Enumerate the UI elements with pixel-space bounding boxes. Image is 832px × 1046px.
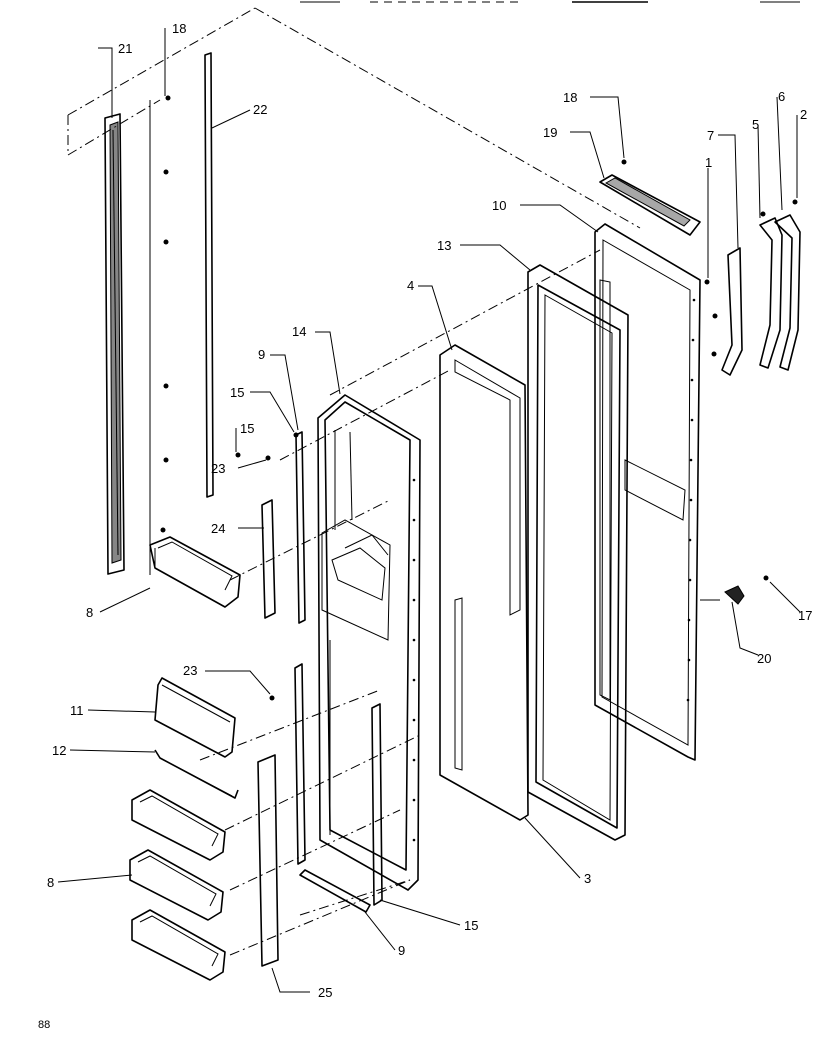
callout-15: 15 [464,918,478,933]
part-22-breaker-strip [204,52,214,498]
callout-15: 15 [240,421,254,436]
part-25-strip [257,754,279,967]
callout-7: 7 [707,128,714,143]
callout-18: 18 [172,21,186,36]
part-9-bottom-channel [299,869,371,913]
callout-9: 9 [398,943,405,958]
callout-3: 3 [584,871,591,886]
callout-4: 4 [407,278,414,293]
callout-10: 10 [492,198,506,213]
handle-screws [704,199,798,357]
callout-6: 6 [778,89,785,104]
assembly-guide-lines [67,7,641,956]
part-19-hinge-bracket [599,159,701,236]
part-8-door-bin-3 [131,909,226,981]
part-11-shelf-front [154,677,236,758]
callout-17: 17 [798,608,812,623]
part-23-screws [265,455,275,701]
callout-15: 15 [230,385,244,400]
part-10-outer-door [594,223,701,761]
part-21-trim-strip [104,113,125,575]
callout-9: 9 [258,347,265,362]
callout-14: 14 [292,324,306,339]
part-5-handle [759,217,783,369]
part-20-hinge-cap [724,575,769,605]
part-14-door-liner [317,394,421,891]
part-13-door-gasket [527,264,629,841]
callout-1: 1 [705,155,712,170]
callout-8: 8 [47,875,54,890]
leader-lines [57,28,801,993]
page-code: 88 [38,1019,50,1031]
callout-18: 18 [563,90,577,105]
liner-holes [412,478,416,842]
callout-5: 5 [752,117,759,132]
part-8-door-bin-2 [129,849,224,921]
part-7-handle-trim [721,247,743,376]
part-12-retainer-bar [154,749,239,799]
callout-19: 19 [543,125,557,140]
part-9-channel-upper [295,431,306,624]
part-15-screws [235,432,383,906]
part-8-door-bin-top [149,536,241,608]
callout-20: 20 [757,651,771,666]
left-screws [149,95,171,575]
callout-8: 8 [86,605,93,620]
part-9-channel-lower [294,663,306,865]
callout-labels: 21 18 22 18 19 10 13 4 14 9 15 15 23 24 … [47,21,812,1000]
callout-22: 22 [253,102,267,117]
callout-12: 12 [52,743,66,758]
callout-13: 13 [437,238,451,253]
part-8-door-bin-1 [131,789,226,861]
part-4-insulation-frame [439,344,529,821]
callout-24: 24 [211,521,225,536]
part-24-strip [261,499,276,619]
callout-25: 25 [318,985,332,1000]
part-6-handle-cover [774,214,801,371]
door-holes [686,298,696,702]
callout-2: 2 [800,107,807,122]
callout-21: 21 [118,41,132,56]
callout-11: 11 [70,703,84,718]
callout-23: 23 [183,663,197,678]
callout-23: 23 [211,461,225,476]
